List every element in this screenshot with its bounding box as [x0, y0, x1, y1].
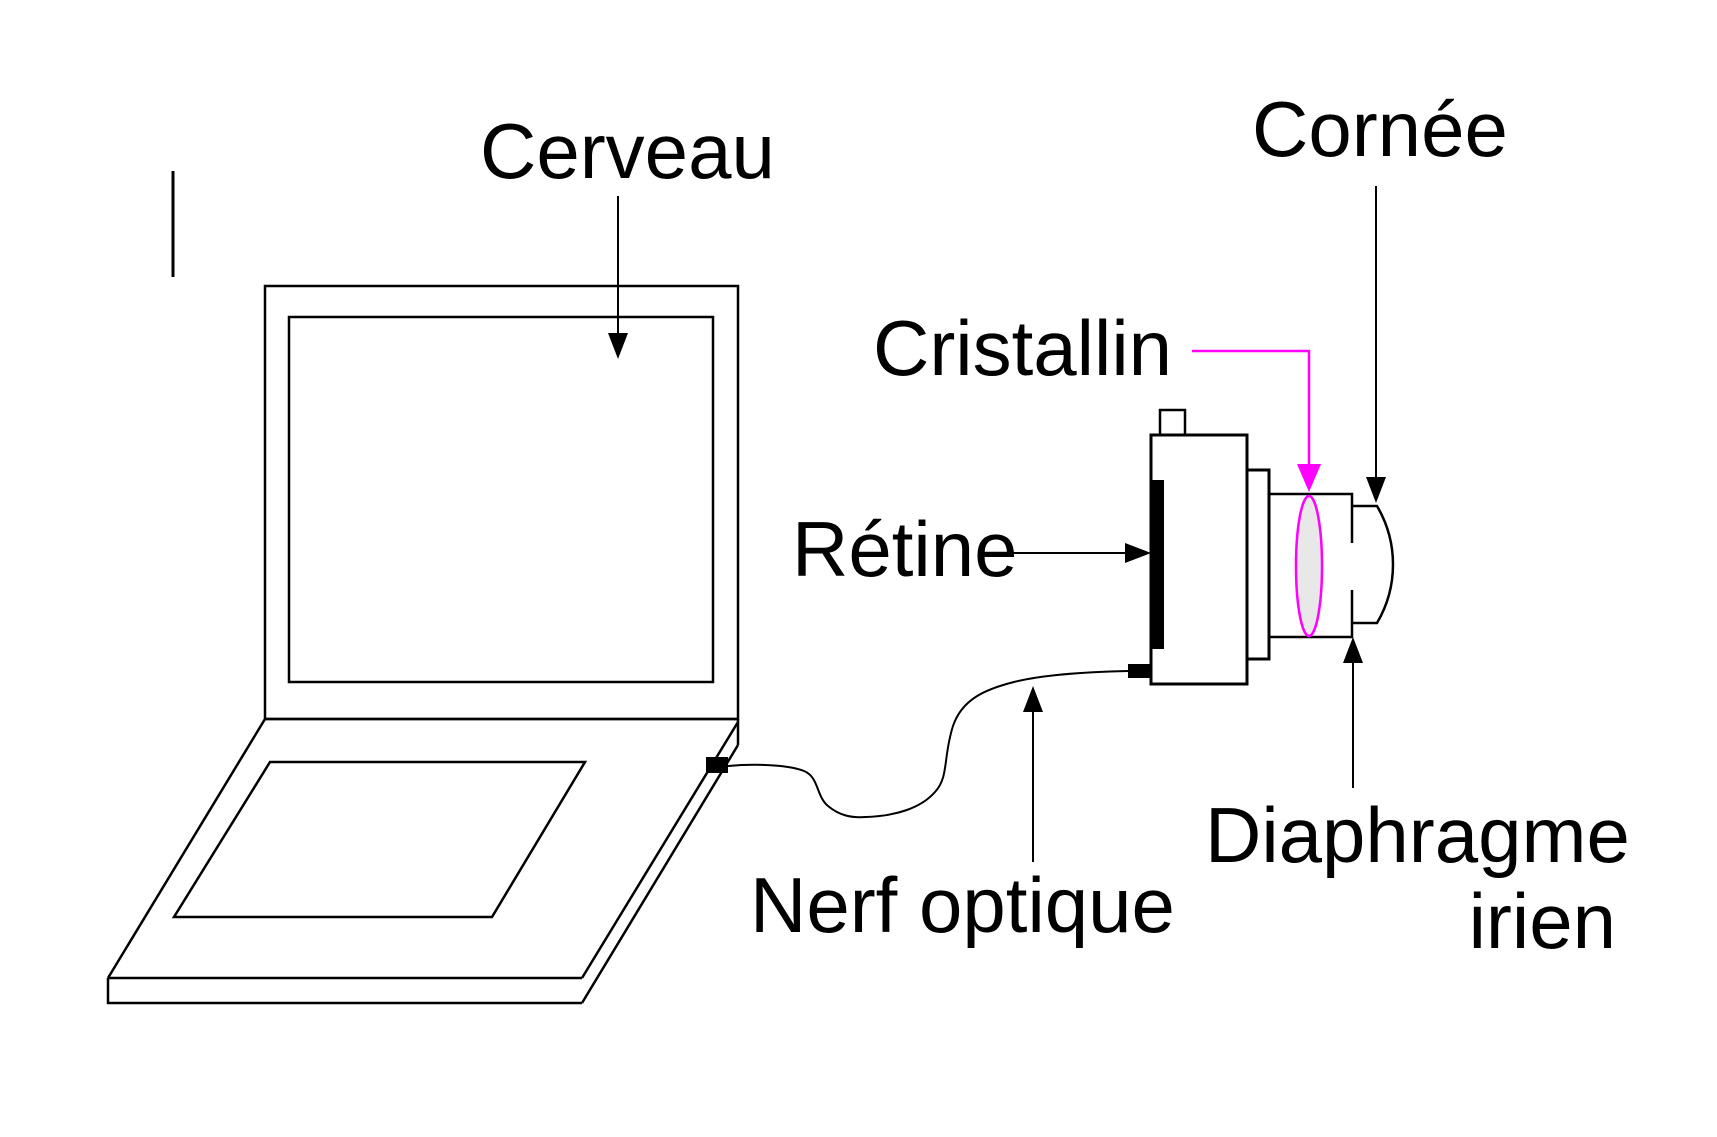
laptop-base — [106, 717, 740, 1005]
label-retine: Rétine — [792, 505, 1017, 593]
label-cornee: Cornée — [1252, 85, 1508, 173]
arrow-cerveau-head — [608, 333, 628, 359]
label-diaphragme-line1: Diaphragme — [1205, 791, 1630, 879]
laptop-base-left-edge — [106, 718, 267, 979]
laptop-keyboard-area — [171, 760, 588, 919]
arrow-retine-head — [1125, 543, 1151, 563]
retina-bar — [1151, 480, 1164, 649]
laptop-screen-inner — [287, 315, 715, 684]
cristallin-lens — [1294, 494, 1324, 638]
lens-mount-flange — [1245, 468, 1271, 661]
arrows — [608, 186, 1386, 862]
laptop-front-face — [106, 978, 582, 1005]
label-nerf-optique: Nerf optique — [750, 861, 1175, 949]
laptop-screen-outer — [263, 284, 740, 721]
cornea-shape — [1352, 504, 1395, 625]
camera-body — [1149, 433, 1249, 686]
label-diaphragme-line2: irien — [1469, 877, 1616, 965]
camera — [1128, 408, 1395, 686]
arrow-cristallin-line — [1192, 349, 1311, 466]
camera-cable-connector — [1128, 664, 1152, 678]
lens-barrel — [1267, 492, 1354, 639]
label-cerveau: Cerveau — [480, 107, 775, 195]
cable-optic-nerve — [727, 670, 1129, 819]
arrow-cornee-head — [1366, 477, 1386, 503]
laptop-base-right-edge-outer — [580, 744, 740, 1004]
arrow-nerf-head — [1023, 686, 1043, 712]
arrow-diaphragme-head — [1343, 637, 1363, 663]
laptop — [106, 284, 740, 1005]
camera-knob — [1158, 408, 1187, 437]
laptop-cable-port — [706, 757, 728, 773]
label-cristallin: Cristallin — [873, 304, 1172, 392]
arrow-cristallin-head — [1297, 464, 1321, 492]
